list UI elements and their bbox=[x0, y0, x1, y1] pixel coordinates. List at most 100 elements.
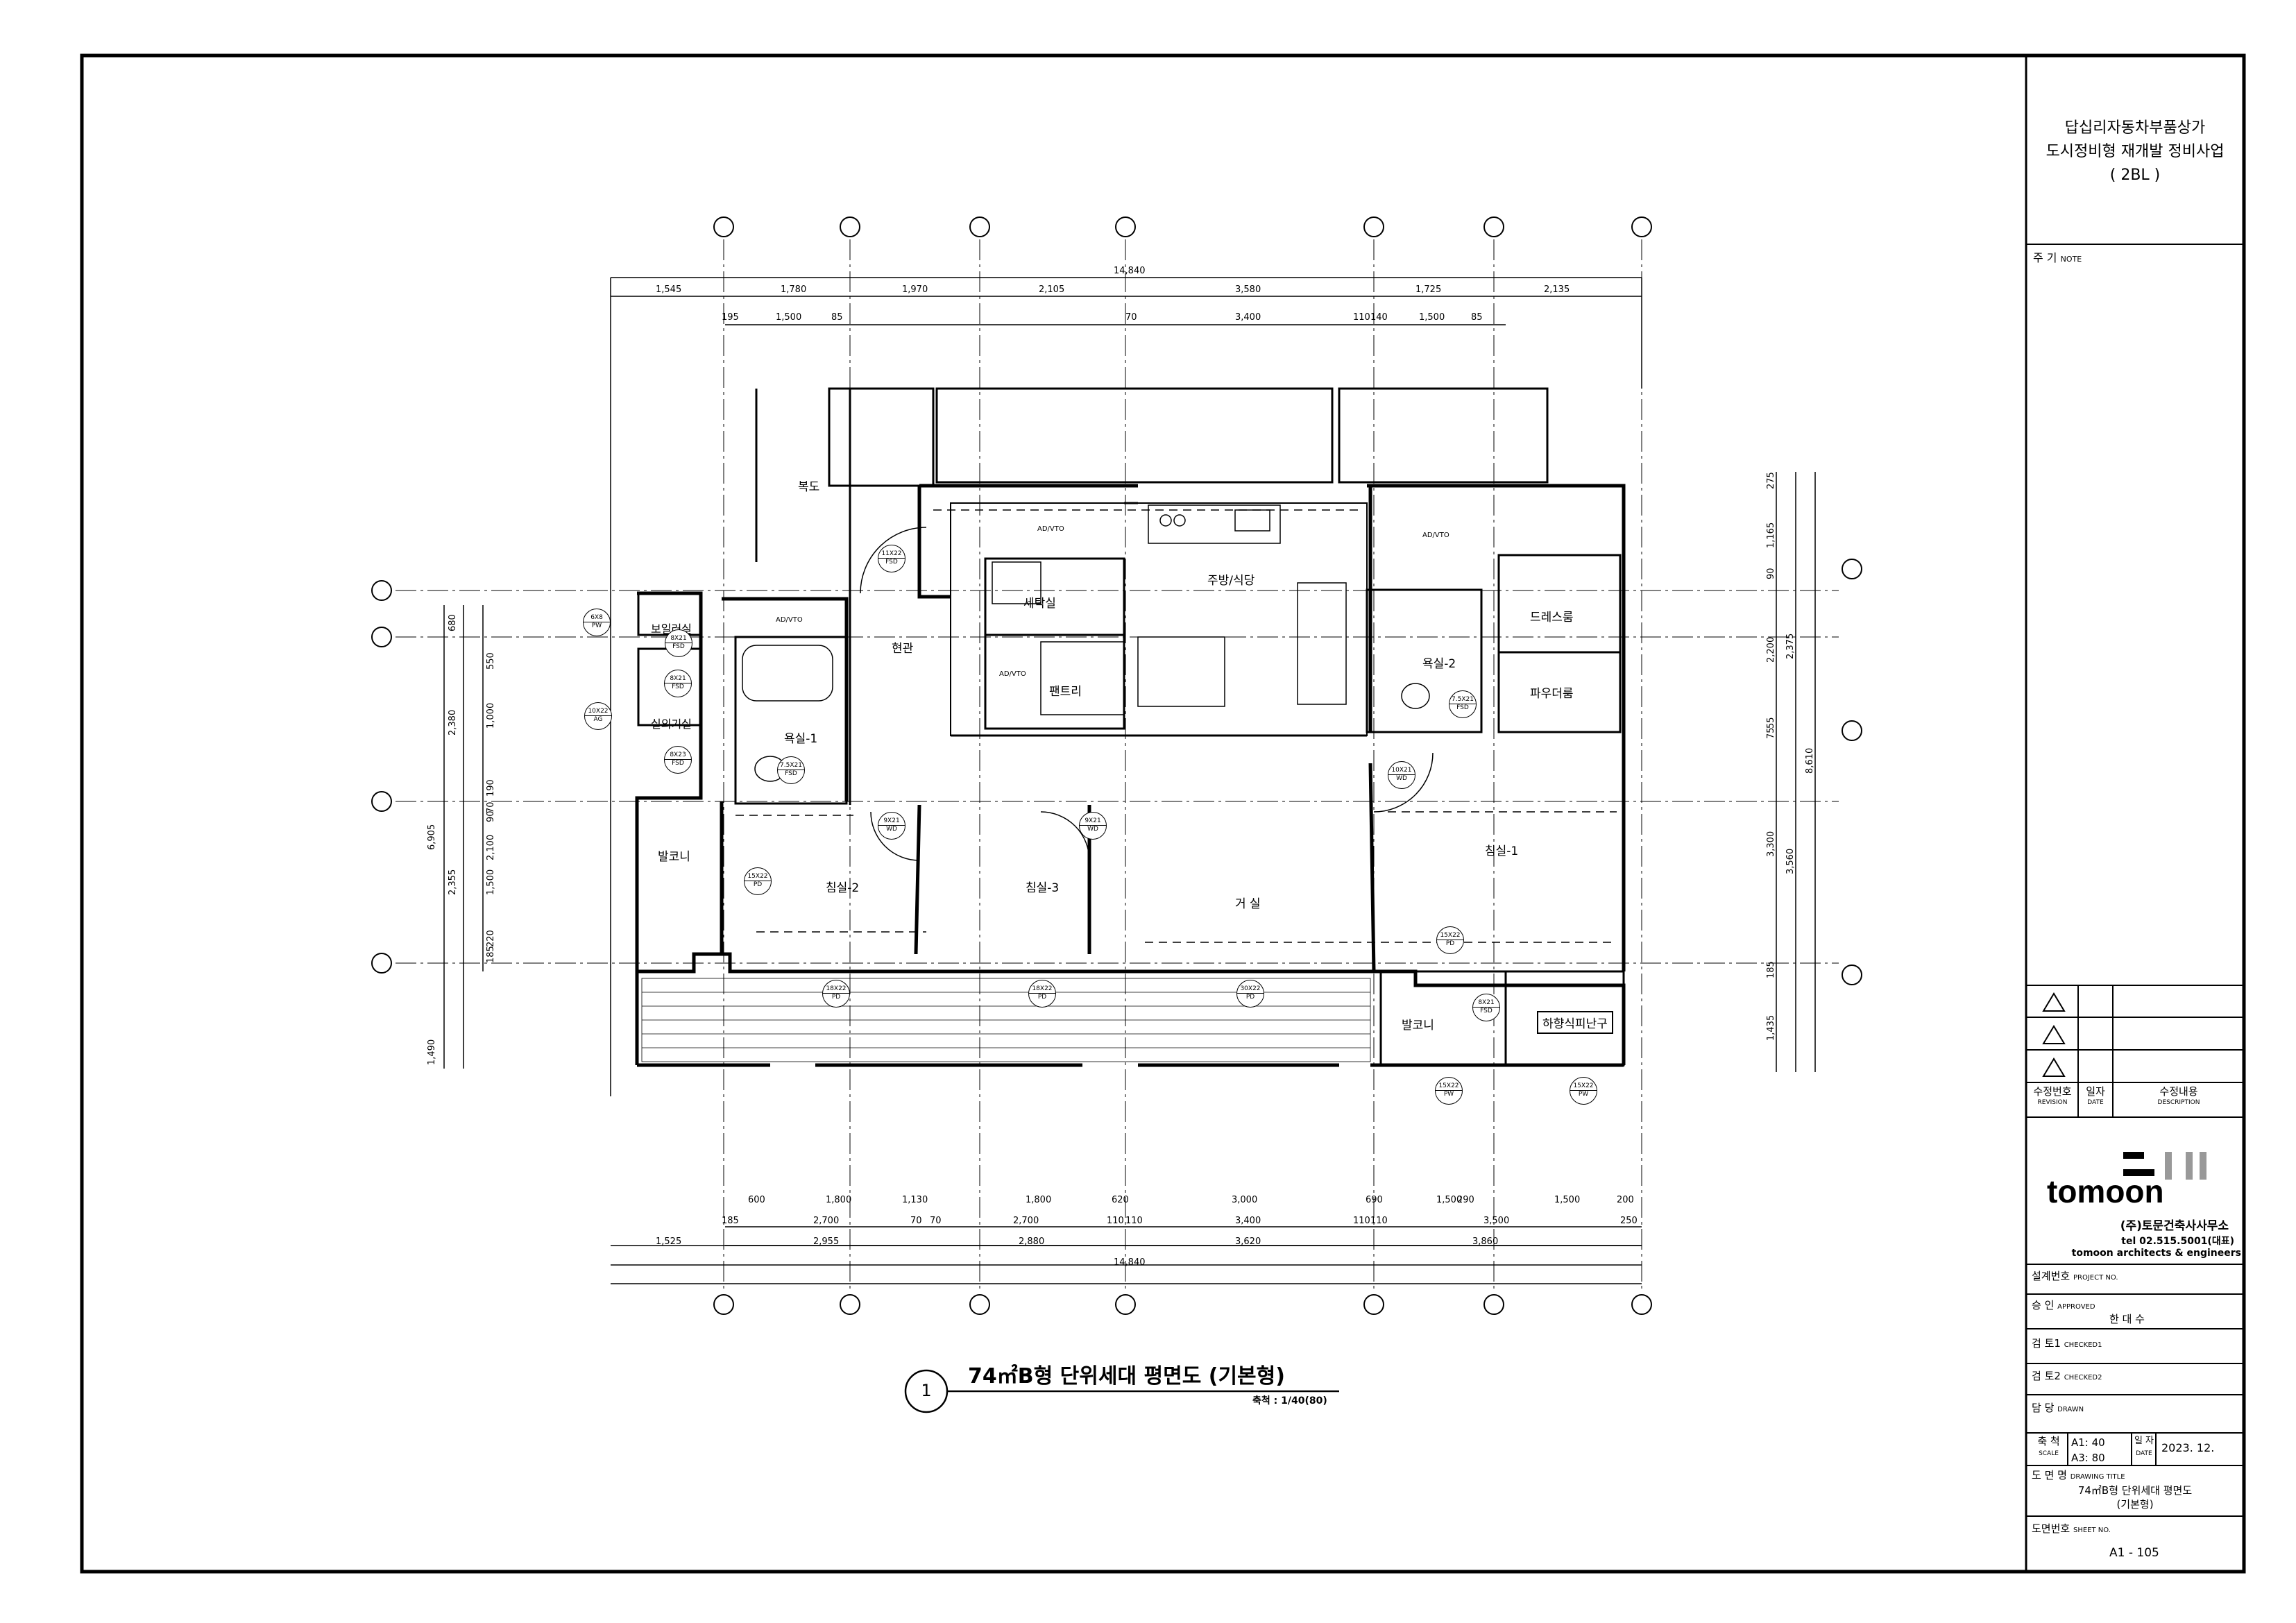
project-no-label: 설계번호 bbox=[2032, 1270, 2070, 1282]
dimension-label: 550 bbox=[486, 652, 496, 670]
company-logo-text: tomoon bbox=[2047, 1173, 2164, 1209]
dimension-label: 3,300 bbox=[1766, 831, 1776, 857]
dimension-label: 3,400 bbox=[1235, 312, 1261, 323]
project-name-line1: 답십리자동차부품상가 bbox=[2064, 119, 2206, 137]
date-label-en: DATE bbox=[2136, 1450, 2152, 1457]
dimension-label: 1,500 bbox=[1419, 312, 1445, 323]
drawing-title-label-en: DRAWING TITLE bbox=[2070, 1473, 2125, 1481]
room-corridor: 복도 bbox=[798, 480, 820, 494]
dimension-label: 2,135 bbox=[1544, 284, 1570, 295]
opening-size: 15X22 bbox=[1570, 1082, 1597, 1091]
dimension-label: 2,105 bbox=[1039, 284, 1065, 295]
company-name-en: tomoon architects & engineers bbox=[2071, 1248, 2241, 1259]
company-name: (주)토문건축사사무소 bbox=[2120, 1219, 2229, 1233]
dimension-label: 1,500 bbox=[486, 869, 496, 895]
note-label-en: NOTE bbox=[2060, 255, 2082, 264]
company-logo-mark bbox=[2123, 1152, 2206, 1180]
room-evacuation-hatch: 하향식피난구 bbox=[1537, 1011, 1613, 1034]
description-label-en: DESCRIPTION bbox=[2157, 1099, 2200, 1106]
opening-type: PW bbox=[1443, 1091, 1454, 1098]
titleblock-lines bbox=[2026, 244, 2244, 1517]
dimension-label: 185 bbox=[722, 1216, 739, 1226]
dimension-label: 6,905 bbox=[427, 824, 437, 850]
opening-type: PD bbox=[753, 881, 763, 888]
dimension-total: 14,840 bbox=[1114, 1257, 1146, 1268]
opening-type: PW bbox=[591, 622, 602, 629]
opening-type: FSD bbox=[785, 770, 797, 777]
opening-type: FSD bbox=[1480, 1008, 1493, 1014]
dimension-total: 14,840 bbox=[1114, 266, 1146, 276]
dimension-label: 250 bbox=[1620, 1216, 1638, 1226]
dimension-label: 85 bbox=[831, 312, 843, 323]
caption-scale: 축척 : 1/40(80) bbox=[1252, 1395, 1327, 1407]
vent-label: AD/VTO bbox=[999, 670, 1026, 678]
room-bed2: 침실-2 bbox=[826, 881, 860, 895]
dimension-label: 70 bbox=[910, 1216, 922, 1226]
dimension-label: 3,500 bbox=[1483, 1216, 1510, 1226]
opening-size: 11X22 bbox=[878, 550, 905, 559]
approved-label: 승 인 bbox=[2032, 1299, 2055, 1311]
revision-label-en: REVISION bbox=[2037, 1099, 2068, 1106]
dimension-label: 110 bbox=[1107, 1216, 1124, 1226]
vent-label: AD/VTO bbox=[1422, 532, 1449, 539]
dimension-label: 1,800 bbox=[826, 1195, 852, 1205]
opening-size: 10X21 bbox=[1388, 767, 1415, 775]
dimension-label: 1,545 bbox=[656, 284, 682, 295]
dimension-label: 1,500 bbox=[1436, 1195, 1463, 1205]
dimension-label: 110 bbox=[1353, 1216, 1370, 1226]
caption-title: 74㎡B형 단위세대 평면도 (기본형) bbox=[968, 1364, 1285, 1388]
dimension-lines bbox=[443, 277, 1816, 1284]
dimension-label: 275 bbox=[1766, 472, 1776, 489]
opening-type: FSD bbox=[672, 683, 684, 690]
dimension-label: 2,955 bbox=[813, 1237, 840, 1247]
interior-walls bbox=[637, 387, 1625, 1067]
dimension-label: 85 bbox=[1471, 312, 1483, 323]
scale-label: 축 척 bbox=[2037, 1435, 2060, 1447]
date-label: 일 자 bbox=[2134, 1436, 2154, 1446]
opening-size: 18X22 bbox=[1029, 985, 1055, 994]
dimension-label: 70 bbox=[930, 1216, 942, 1226]
dimension-label: 110 bbox=[1125, 1216, 1143, 1226]
dimension-label: 1,130 bbox=[902, 1195, 928, 1205]
dimension-label: 2,355 bbox=[448, 869, 458, 895]
dimension-label: 2,700 bbox=[1013, 1216, 1039, 1226]
dimension-label: 185 bbox=[1766, 961, 1776, 978]
caption-number: 1 bbox=[921, 1381, 932, 1400]
project-no-label-en: PROJECT NO. bbox=[2073, 1274, 2118, 1282]
opening-size: 30X22 bbox=[1237, 985, 1264, 994]
dimension-label: 2,100 bbox=[486, 834, 496, 860]
room-pantry: 팬트리 bbox=[1049, 685, 1082, 699]
checked2-label: 검 토2 bbox=[2032, 1370, 2061, 1382]
room-balcony-west: 발코니 bbox=[658, 850, 690, 864]
dimension-label: 3,580 bbox=[1235, 284, 1261, 295]
drawn-label: 담 당 bbox=[2032, 1402, 2055, 1414]
approved-name: 한 대 수 bbox=[2109, 1313, 2145, 1325]
dimension-total: 8,610 bbox=[1805, 747, 1815, 774]
dimension-label: 1,435 bbox=[1766, 1014, 1776, 1041]
room-entrance: 현관 bbox=[892, 642, 914, 656]
room-bed3: 침실-3 bbox=[1026, 881, 1060, 895]
dimension-label: 2,380 bbox=[448, 709, 458, 736]
revision-label: 수정번호 bbox=[2033, 1085, 2072, 1098]
dimension-label: 185 bbox=[486, 946, 496, 963]
opening-type: FSD bbox=[885, 559, 898, 566]
scale-a3: A3: 80 bbox=[2071, 1452, 2105, 1464]
dimension-label: 1,500 bbox=[1554, 1195, 1581, 1205]
dimension-label: 600 bbox=[748, 1195, 765, 1205]
date-value: 2023. 12. bbox=[2161, 1441, 2215, 1454]
dimension-label: 1,525 bbox=[656, 1237, 682, 1247]
opening-type: FSD bbox=[672, 760, 684, 767]
dimension-label: 3,620 bbox=[1235, 1237, 1261, 1247]
checked1-label-en: CHECKED1 bbox=[2064, 1341, 2102, 1349]
opening-size: 7.5X21 bbox=[778, 762, 804, 770]
